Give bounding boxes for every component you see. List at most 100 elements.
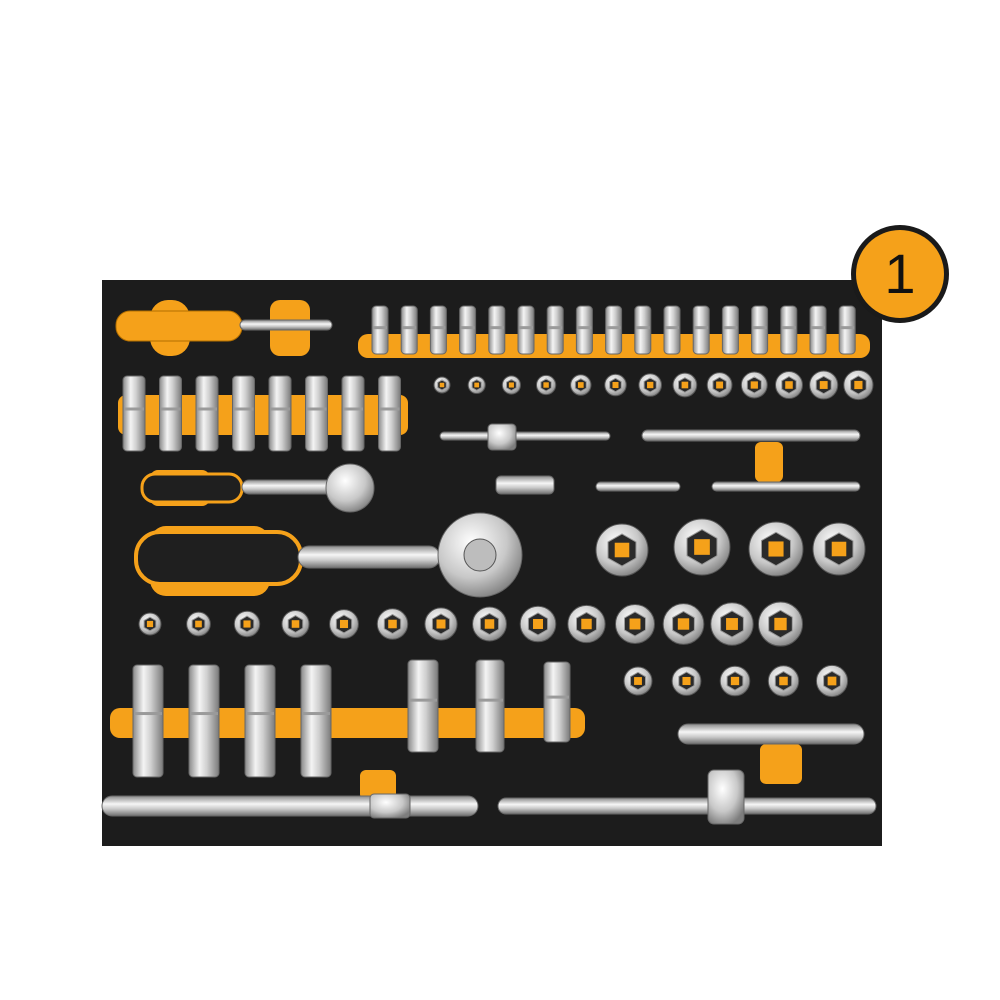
- socket-tube: [605, 305, 623, 355]
- deep-socket: [341, 375, 365, 452]
- small-round-socket: [672, 372, 698, 398]
- tools-layer: [101, 305, 877, 825]
- small-round-socket: [570, 374, 592, 396]
- small-socket: [809, 305, 827, 355]
- long-deep-socket: [188, 664, 220, 778]
- socket-tube: [122, 375, 146, 452]
- spark-plug-socket: [407, 659, 439, 753]
- socket-drive: [647, 381, 654, 389]
- small-round-socket: [604, 373, 627, 397]
- long-deep-socket: [300, 664, 332, 778]
- socket-ring: [781, 326, 796, 330]
- small-round-socket: [843, 369, 874, 401]
- socket-tube: [517, 305, 535, 355]
- socket-tube: [780, 305, 798, 355]
- ratchet-large-handle: [134, 530, 303, 586]
- socket-ring: [373, 326, 387, 330]
- lower-socket: [719, 665, 751, 697]
- socket-ring: [270, 407, 290, 411]
- socket-drive: [682, 676, 691, 686]
- socket-tube: [244, 664, 276, 778]
- socket-ring: [302, 712, 330, 716]
- deep-socket: [268, 375, 292, 452]
- socket-drive: [681, 381, 689, 389]
- socket-ring: [379, 407, 400, 411]
- socket-ring: [306, 407, 327, 411]
- socket-ring: [752, 326, 767, 330]
- extension-bar-long: [641, 429, 861, 442]
- socket-tube: [188, 664, 220, 778]
- extension-bar-short: [595, 481, 681, 492]
- lower-socket: [623, 666, 653, 696]
- small-socket: [575, 305, 593, 355]
- socket-ring: [577, 326, 592, 330]
- socket-drive: [581, 618, 592, 630]
- universal-joint: [543, 661, 571, 743]
- socket-tube: [400, 305, 418, 355]
- medium-socket: [615, 604, 655, 644]
- socket-ring: [460, 326, 475, 330]
- socket-ring: [840, 326, 855, 330]
- screwdriver-shaft: [239, 319, 333, 331]
- socket-tube: [721, 305, 739, 355]
- socket-tube: [407, 659, 439, 753]
- small-round-socket: [706, 372, 733, 398]
- socket-ring: [134, 712, 162, 716]
- socket-ring: [606, 326, 621, 330]
- small-round-socket: [501, 375, 521, 395]
- socket-ring: [723, 326, 738, 330]
- medium-socket: [519, 605, 557, 643]
- socket-ring: [160, 407, 181, 411]
- small-socket: [780, 305, 798, 355]
- medium-socket: [138, 612, 162, 636]
- t-handle-head: [487, 423, 517, 451]
- socket-tube: [429, 305, 447, 355]
- socket-tube: [543, 661, 571, 743]
- screwdriver-handle: [115, 310, 243, 342]
- socket-ring: [409, 698, 437, 702]
- small-socket: [429, 305, 447, 355]
- socket-drive: [750, 381, 758, 389]
- socket-tube: [341, 375, 365, 452]
- socket-drive: [768, 541, 784, 557]
- socket-drive: [484, 619, 495, 629]
- socket-tube: [751, 305, 769, 355]
- socket-tube: [195, 375, 219, 452]
- extension-bar-medium: [711, 481, 861, 492]
- knurled-grip: [369, 793, 411, 819]
- small-round-socket: [433, 376, 451, 394]
- small-socket: [488, 305, 506, 355]
- socket-drive: [195, 620, 202, 628]
- socket-drive: [614, 542, 630, 558]
- medium-socket: [329, 609, 359, 639]
- socket-drive: [543, 382, 549, 388]
- medium-socket: [424, 607, 458, 641]
- socket-drive: [677, 618, 690, 630]
- small-socket: [692, 305, 710, 355]
- socket-drive: [339, 619, 349, 629]
- socket-tube: [232, 375, 255, 452]
- socket-drive: [827, 676, 837, 686]
- small-socket: [634, 305, 652, 355]
- ratchet-small-neck: [241, 479, 337, 495]
- deep-socket: [378, 375, 401, 452]
- extension-bar-lower: [677, 723, 865, 745]
- socket-drive: [629, 618, 641, 630]
- socket-drive: [436, 619, 446, 629]
- ratchet-large-knob: [463, 538, 497, 572]
- medium-socket: [186, 611, 211, 637]
- socket-tube: [663, 305, 681, 355]
- socket-tube: [300, 664, 332, 778]
- socket-ring: [694, 326, 709, 330]
- medium-socket: [710, 602, 754, 646]
- universal-joint-small: [495, 475, 555, 495]
- medium-socket: [662, 603, 705, 645]
- slot-cutout: [360, 770, 396, 800]
- badge-number-1: 1: [851, 225, 949, 323]
- socket-tube: [132, 664, 164, 778]
- long-deep-socket: [132, 664, 164, 778]
- small-round-socket: [535, 374, 557, 396]
- socket-drive: [730, 676, 740, 686]
- socket-ring: [545, 695, 569, 699]
